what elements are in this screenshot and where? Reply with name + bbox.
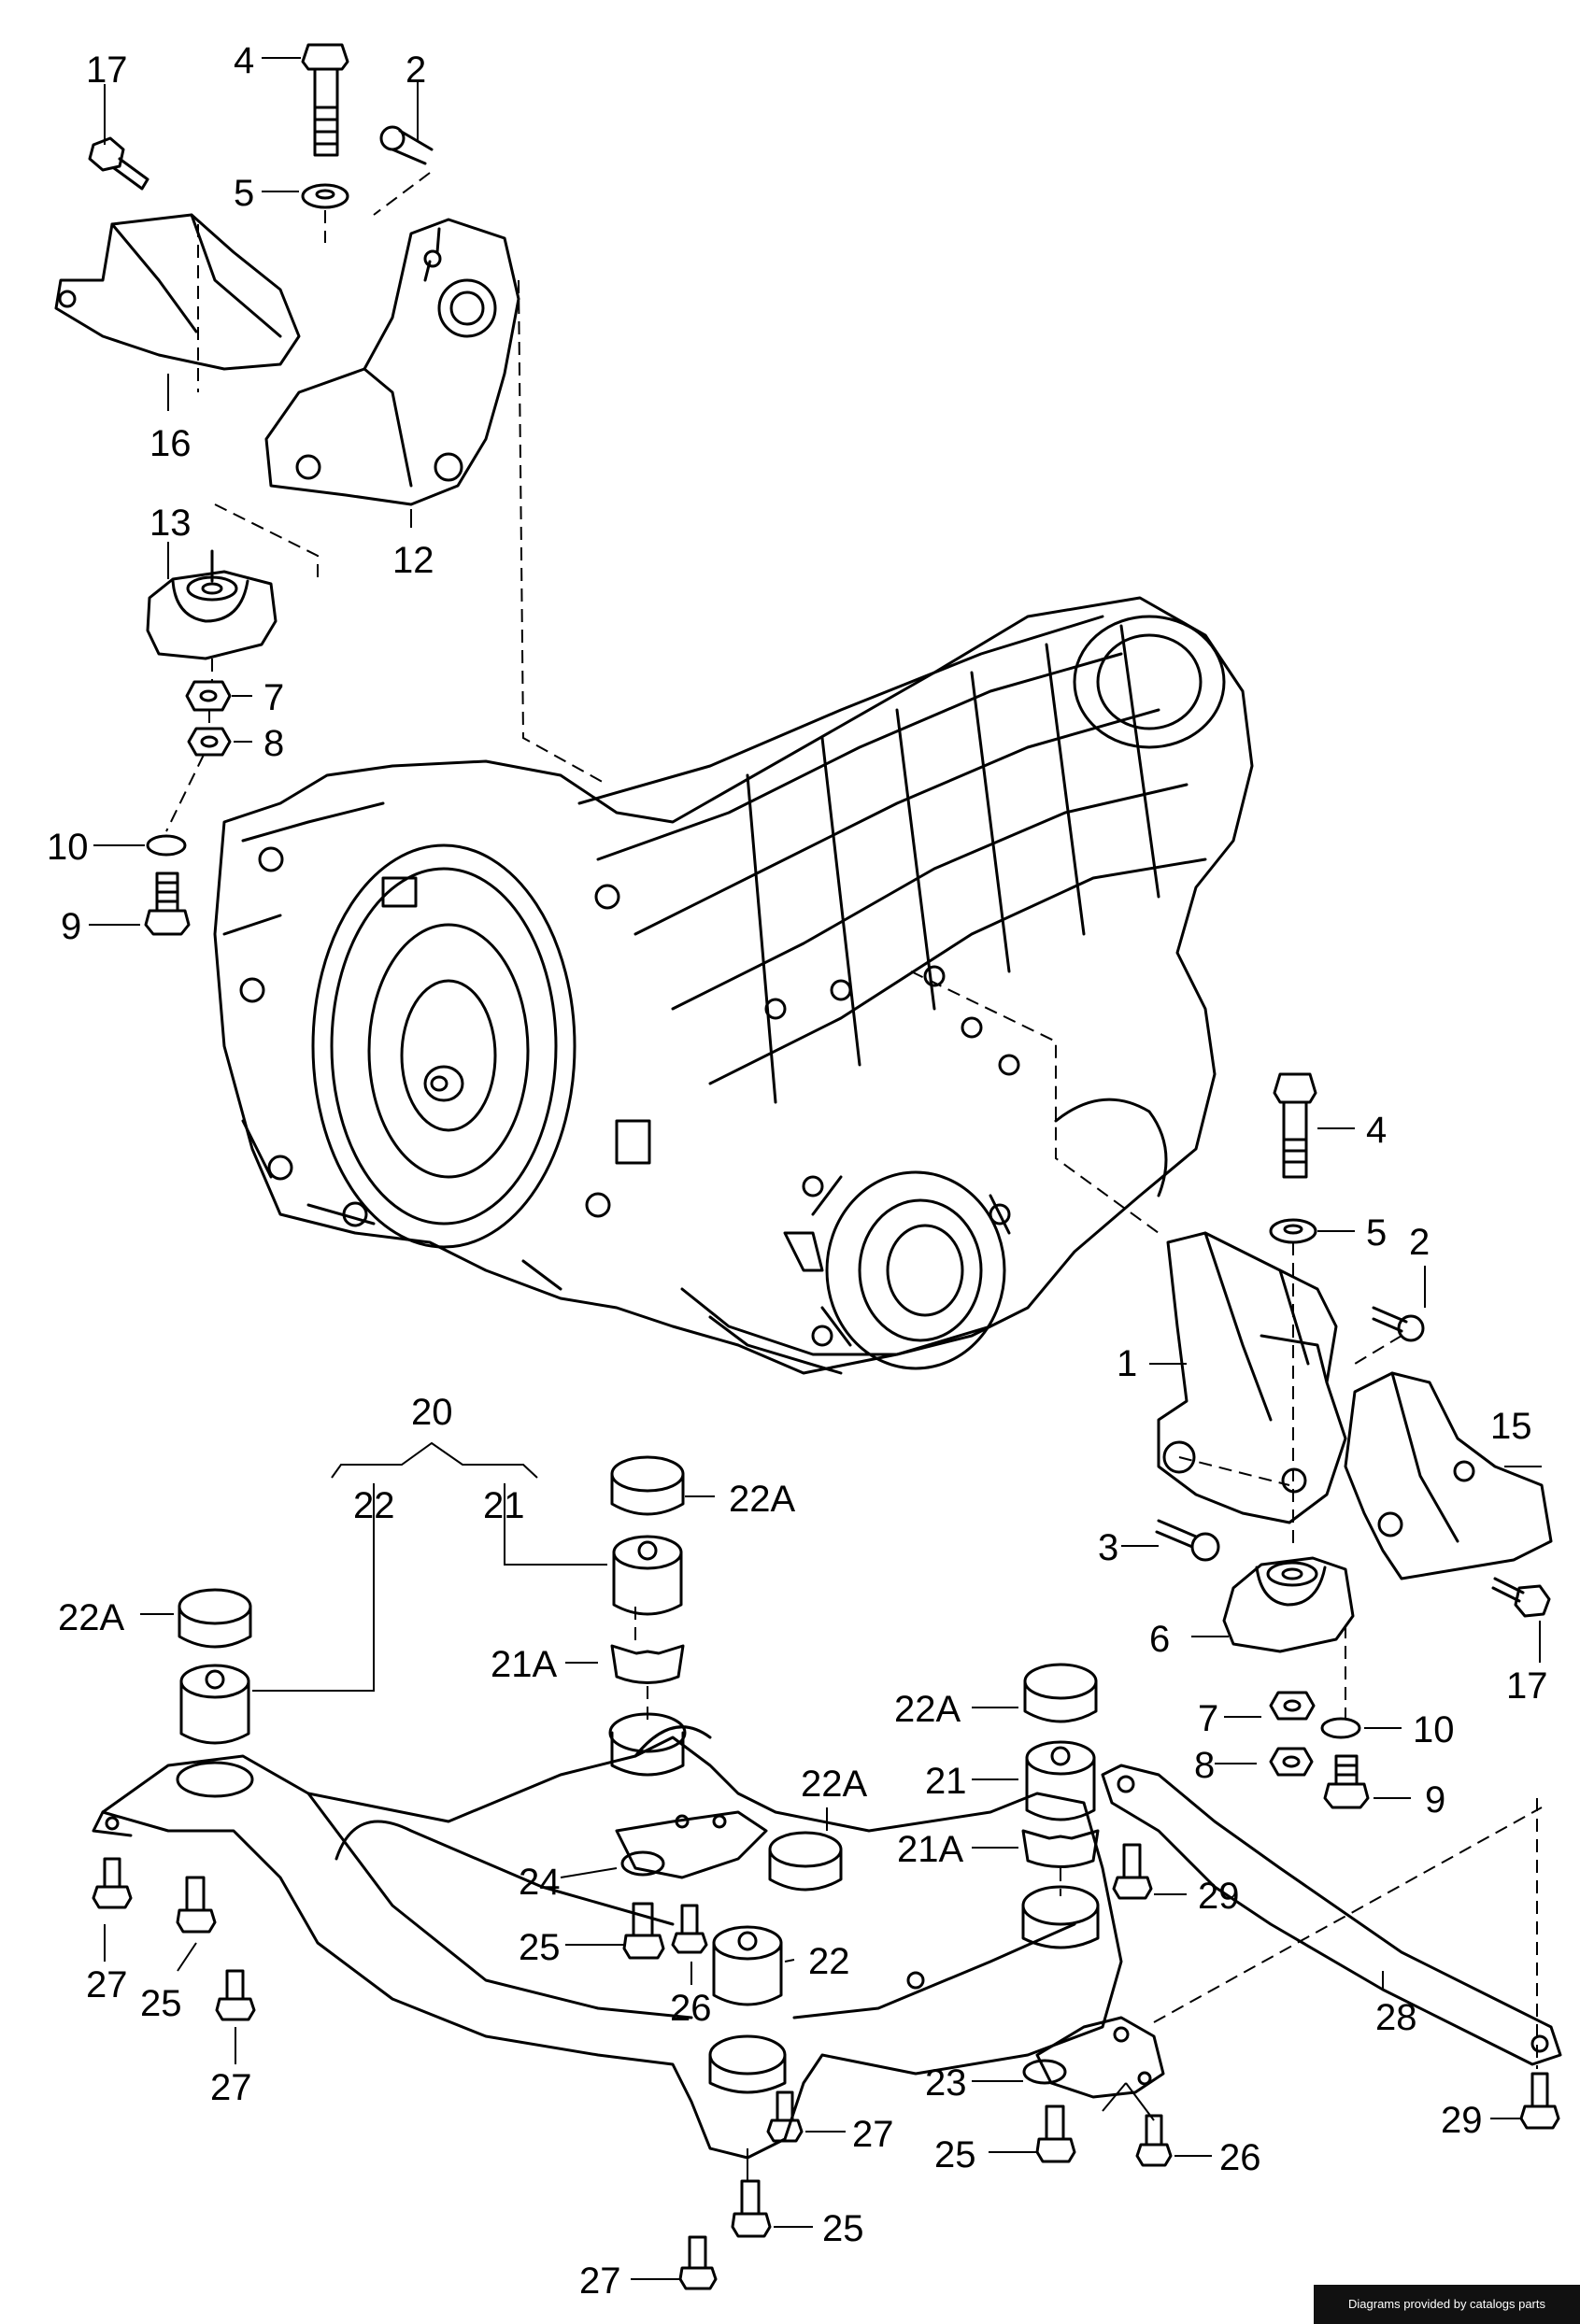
- callout-26-center: 26: [670, 1988, 712, 2029]
- callout-21A-right: 21A: [897, 1829, 964, 1870]
- callout-26-bracket: 26: [1219, 2137, 1261, 2178]
- bushing-22-left: [179, 1664, 250, 1745]
- nut-8-top: [187, 727, 232, 757]
- bolt-17-top: [88, 136, 149, 191]
- bolt-9-top: [144, 872, 191, 936]
- callout-6: 6: [1149, 1619, 1171, 1660]
- bracket-24: [615, 1810, 768, 1879]
- callout-2-right: 2: [1409, 1222, 1431, 1263]
- callout-22A-top: 22A: [729, 1479, 796, 1520]
- cap-22A-left: [178, 1588, 252, 1649]
- callout-27-left: 27: [86, 1964, 128, 2005]
- callout-9: 9: [61, 906, 82, 947]
- callout-16: 16: [149, 423, 192, 464]
- bolt-3: [1155, 1519, 1220, 1562]
- callout-21-right: 21: [925, 1761, 967, 1802]
- bracket-12: [264, 218, 520, 506]
- cap-22A-center-top: [610, 1455, 685, 1516]
- callout-8: 8: [263, 723, 285, 764]
- callout-17-right: 17: [1506, 1665, 1548, 1707]
- bracket-1: [1157, 1231, 1347, 1524]
- callout-28: 28: [1375, 1997, 1417, 2038]
- bushing-22-lower: [712, 1925, 783, 2006]
- nut-8-right: [1269, 1747, 1314, 1777]
- callout-25-bracket: 25: [934, 2134, 976, 2175]
- callout-17: 17: [86, 50, 128, 91]
- washer-10-right: [1320, 1717, 1361, 1739]
- callout-12: 12: [392, 540, 434, 581]
- callout-5: 5: [234, 173, 255, 214]
- bushing-21-right: [1025, 1740, 1096, 1821]
- callout-4: 4: [234, 40, 255, 81]
- callout-8-right: 8: [1194, 1745, 1216, 1786]
- rubber-mount-13: [146, 549, 278, 660]
- subframe: [92, 1712, 1123, 2160]
- callout-10-right: 10: [1413, 1709, 1455, 1750]
- nut-7-top: [185, 680, 232, 712]
- washer-5-right: [1269, 1218, 1317, 1244]
- washer-5-top: [301, 183, 349, 209]
- callout-2: 2: [406, 50, 427, 91]
- callout-20: 20: [411, 1392, 453, 1433]
- bolt-4-top: [301, 43, 349, 157]
- callout-13: 13: [149, 503, 192, 544]
- nut-7-right: [1269, 1691, 1316, 1721]
- bracket-15: [1344, 1371, 1553, 1580]
- callout-27-center: 27: [852, 2114, 894, 2155]
- cap-22A-right: [1023, 1663, 1098, 1723]
- sleeve-21A-center: [610, 1644, 685, 1684]
- callout-4-right: 4: [1366, 1110, 1388, 1151]
- sleeve-21A-right: [1021, 1829, 1100, 1868]
- callout-25-center: 25: [519, 1927, 561, 1968]
- callout-7-right: 7: [1198, 1698, 1219, 1739]
- callout-27-bottom: 27: [579, 2260, 621, 2302]
- bushing-21-center: [612, 1535, 683, 1616]
- callout-27-left-lower: 27: [210, 2067, 252, 2108]
- washer-10-top: [146, 834, 187, 857]
- bracket-16: [54, 213, 301, 371]
- credit-footer: Diagrams provided by catalogs parts: [1314, 2285, 1580, 2324]
- callout-29-lower: 29: [1441, 2100, 1483, 2141]
- callout-10: 10: [47, 827, 89, 868]
- callout-24: 24: [519, 1862, 561, 1903]
- callout-1: 1: [1117, 1343, 1138, 1384]
- callout-5-right: 5: [1366, 1212, 1388, 1254]
- callout-22A-right: 22A: [894, 1689, 961, 1730]
- callout-21A-center: 21A: [491, 1644, 558, 1685]
- callout-29-upper: 29: [1198, 1876, 1240, 1917]
- bracket-23: [1022, 2016, 1165, 2099]
- bolt-2-top: [379, 125, 434, 165]
- callout-3: 3: [1098, 1527, 1119, 1568]
- callout-15: 15: [1490, 1406, 1532, 1447]
- callout-22-lower: 22: [808, 1941, 850, 1982]
- callout-22: 22: [353, 1485, 395, 1526]
- bolt-9-right: [1323, 1754, 1370, 1809]
- rubber-mount-6: [1222, 1556, 1355, 1653]
- callout-21: 21: [483, 1485, 525, 1526]
- brace-28: [1101, 1764, 1562, 2066]
- bolt-2-right: [1372, 1306, 1425, 1342]
- callout-7: 7: [263, 677, 285, 718]
- callout-25-bottom: 25: [822, 2208, 864, 2249]
- callout-23: 23: [925, 2062, 967, 2104]
- callout-9-right: 9: [1425, 1779, 1446, 1821]
- bolt-4-right: [1273, 1072, 1317, 1179]
- bolt-17-right: [1491, 1577, 1551, 1618]
- callout-22A-left: 22A: [58, 1597, 125, 1638]
- callout-22A-lower: 22A: [801, 1764, 868, 1805]
- cap-22A-lower: [768, 1831, 843, 1892]
- transmission: [213, 596, 1254, 1375]
- callout-25-left: 25: [140, 1983, 182, 2024]
